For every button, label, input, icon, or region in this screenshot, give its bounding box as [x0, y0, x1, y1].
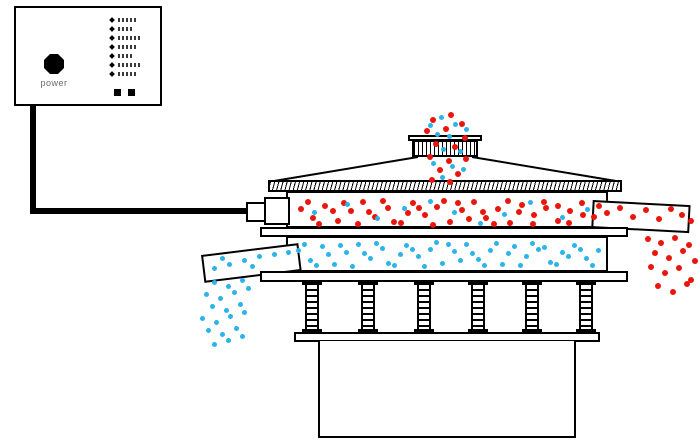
spring-cap	[522, 281, 542, 285]
spring-cap	[468, 281, 488, 285]
power-knob-icon	[44, 54, 64, 74]
indicator-label	[118, 35, 140, 40]
spring-cap	[358, 329, 378, 333]
indicator-row	[109, 24, 160, 33]
spring	[361, 283, 375, 331]
cable-plug	[246, 202, 266, 222]
spring-cap	[302, 329, 322, 333]
spring-cap	[358, 281, 378, 285]
spring-cap	[522, 329, 542, 333]
indicator-row	[109, 42, 160, 51]
indicator-label	[118, 71, 138, 76]
lid-cone-left-line	[273, 156, 419, 182]
spring-cap	[414, 281, 434, 285]
spring	[417, 283, 431, 331]
spring	[525, 283, 539, 331]
spring-cap	[414, 329, 434, 333]
indicator-label	[118, 53, 134, 58]
indicator-label	[118, 26, 134, 31]
spring	[579, 283, 593, 331]
indicator-row	[109, 15, 160, 24]
base-drum	[318, 341, 576, 438]
spring-cap	[302, 281, 322, 285]
spring-cap	[576, 329, 596, 333]
spring-cap	[576, 281, 596, 285]
panel-switch-square	[114, 89, 121, 96]
indicator-list	[109, 15, 160, 78]
spring	[305, 283, 319, 331]
indicator-row	[109, 60, 160, 69]
cable-vertical	[30, 104, 36, 214]
indicator-row	[109, 69, 160, 78]
control-panel-box: power	[14, 6, 162, 106]
indicator-label	[118, 62, 140, 67]
cable-horizontal	[30, 208, 248, 214]
power-label: power	[40, 78, 68, 88]
indicator-row	[109, 51, 160, 60]
lower-flange	[260, 271, 628, 282]
indicator-row	[109, 33, 160, 42]
lid-cone-right-line	[471, 156, 617, 182]
indicator-label	[118, 17, 138, 22]
panel-switch-square	[128, 89, 135, 96]
spring-cap	[468, 329, 488, 333]
spring	[471, 283, 485, 331]
indicator-label	[118, 44, 138, 49]
